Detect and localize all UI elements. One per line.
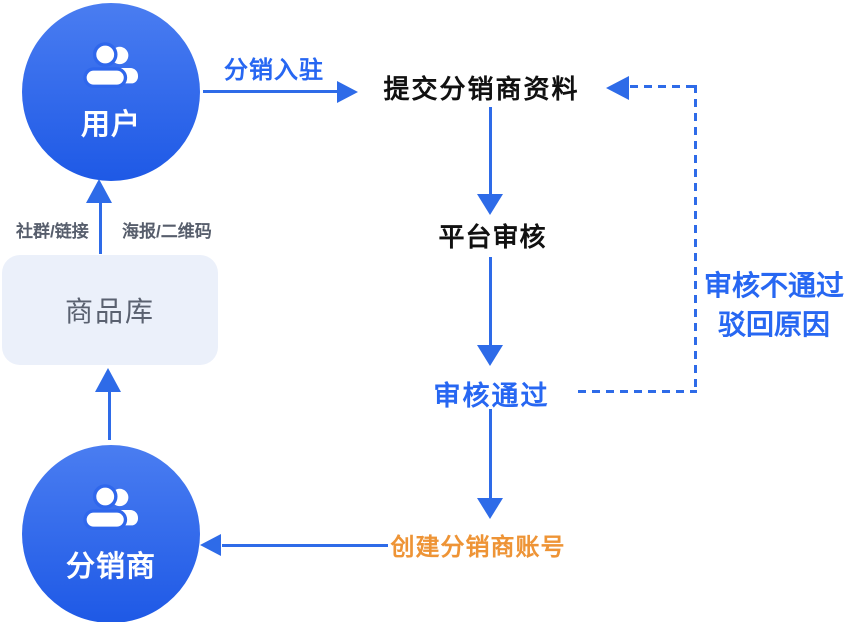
arrow-review-to-passed-line [489, 257, 492, 346]
arrow-passed-to-create-line [489, 409, 492, 499]
platform-review-node: 平台审核 [432, 215, 553, 255]
community-link-label: 社群/链接 [16, 222, 89, 241]
arrow-submit-to-review-head [477, 194, 503, 215]
reject-reason-line1: 审核不通过 [703, 270, 844, 301]
dashed-reject-arrow-head [606, 76, 629, 100]
dashed-reject-vertical-line [694, 85, 697, 393]
reject-reason-line2: 驳回原因 [717, 309, 830, 340]
users-icon [80, 483, 142, 537]
arrow-goods-to-user-head [86, 179, 112, 203]
goods-store-node: 商品库 [2, 255, 218, 365]
goods-store-label: 商品库 [64, 296, 155, 327]
distributor-node-label: 分销商 [65, 551, 156, 583]
review-passed-node: 审核通过 [413, 378, 570, 411]
user-node-label: 用户 [80, 109, 141, 141]
user-node: 用户 [22, 3, 200, 181]
distributor-node: 分销商 [22, 445, 200, 622]
arrow-distributor-to-goods-line [108, 392, 111, 440]
dashed-reject-top-line [630, 85, 697, 88]
submit-info-node: 提交分销商资料 [360, 68, 603, 106]
arrow-goods-to-user-line [99, 202, 102, 254]
reject-reason-label: 审核不通过 驳回原因 [698, 266, 848, 344]
arrow-passed-to-create-head [477, 498, 503, 519]
poster-qrcode-label: 海报/二维码 [122, 222, 212, 241]
create-account-node: 创建分销商账号 [390, 524, 566, 564]
arrow-user-to-submit-line [203, 90, 339, 93]
dashed-reject-bottom-line [578, 390, 697, 393]
arrow-submit-to-review-line [489, 107, 492, 195]
arrow-distributor-to-goods-head [95, 368, 121, 392]
arrow-create-to-distributor-head [200, 534, 221, 556]
entry-edge-label: 分销入驻 [215, 50, 333, 84]
users-icon [80, 41, 142, 95]
arrow-review-to-passed-head [477, 345, 503, 366]
arrow-user-to-submit-head [337, 81, 358, 103]
arrow-create-to-distributor-line [222, 544, 388, 547]
